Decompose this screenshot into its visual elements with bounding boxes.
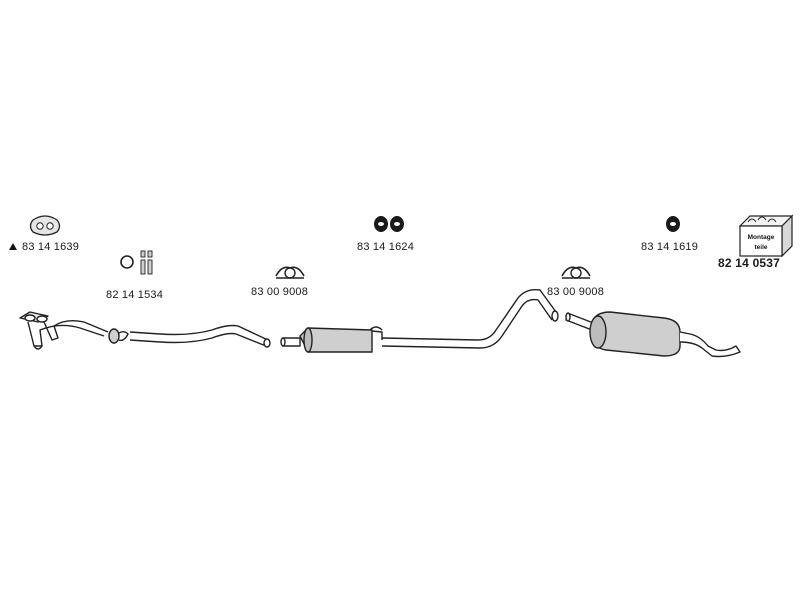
part-number-rubber-mounts: 83 14 1624 — [357, 241, 415, 253]
rear-rubber-mount-icon — [666, 216, 680, 232]
part-number-mounting-kit: 82 14 0537 — [718, 256, 781, 270]
part-number-front-clamp: 83 00 9008 — [251, 286, 309, 298]
mounting-kit-box-icon: Montage teile — [738, 214, 794, 258]
part-number-rear-rubber-mount: 83 14 1619 — [641, 241, 699, 253]
mounting-kit-box-text-2: teile — [754, 244, 767, 251]
front-manifold-pipe — [19, 311, 129, 350]
part-number-clamp-bolts: 82 14 1534 — [106, 289, 164, 301]
rear-clamp-icon — [561, 266, 591, 279]
part-number-rear-clamp: 83 00 9008 — [547, 286, 605, 298]
center-muffler — [280, 326, 383, 353]
rear-muffler — [565, 311, 741, 358]
flange-gasket-icon — [29, 215, 61, 236]
front-pipe — [129, 324, 271, 348]
front-clamp-icon — [275, 266, 305, 279]
clamp-bolts-icon — [120, 250, 153, 275]
rubber-mounts-icon — [374, 216, 404, 232]
part-number-flange-gasket: 83 14 1639 — [22, 241, 80, 253]
intermediate-pipe — [381, 288, 559, 349]
new-part-marker-icon — [9, 243, 17, 250]
mounting-kit-box-text-1: Montage — [748, 234, 775, 241]
